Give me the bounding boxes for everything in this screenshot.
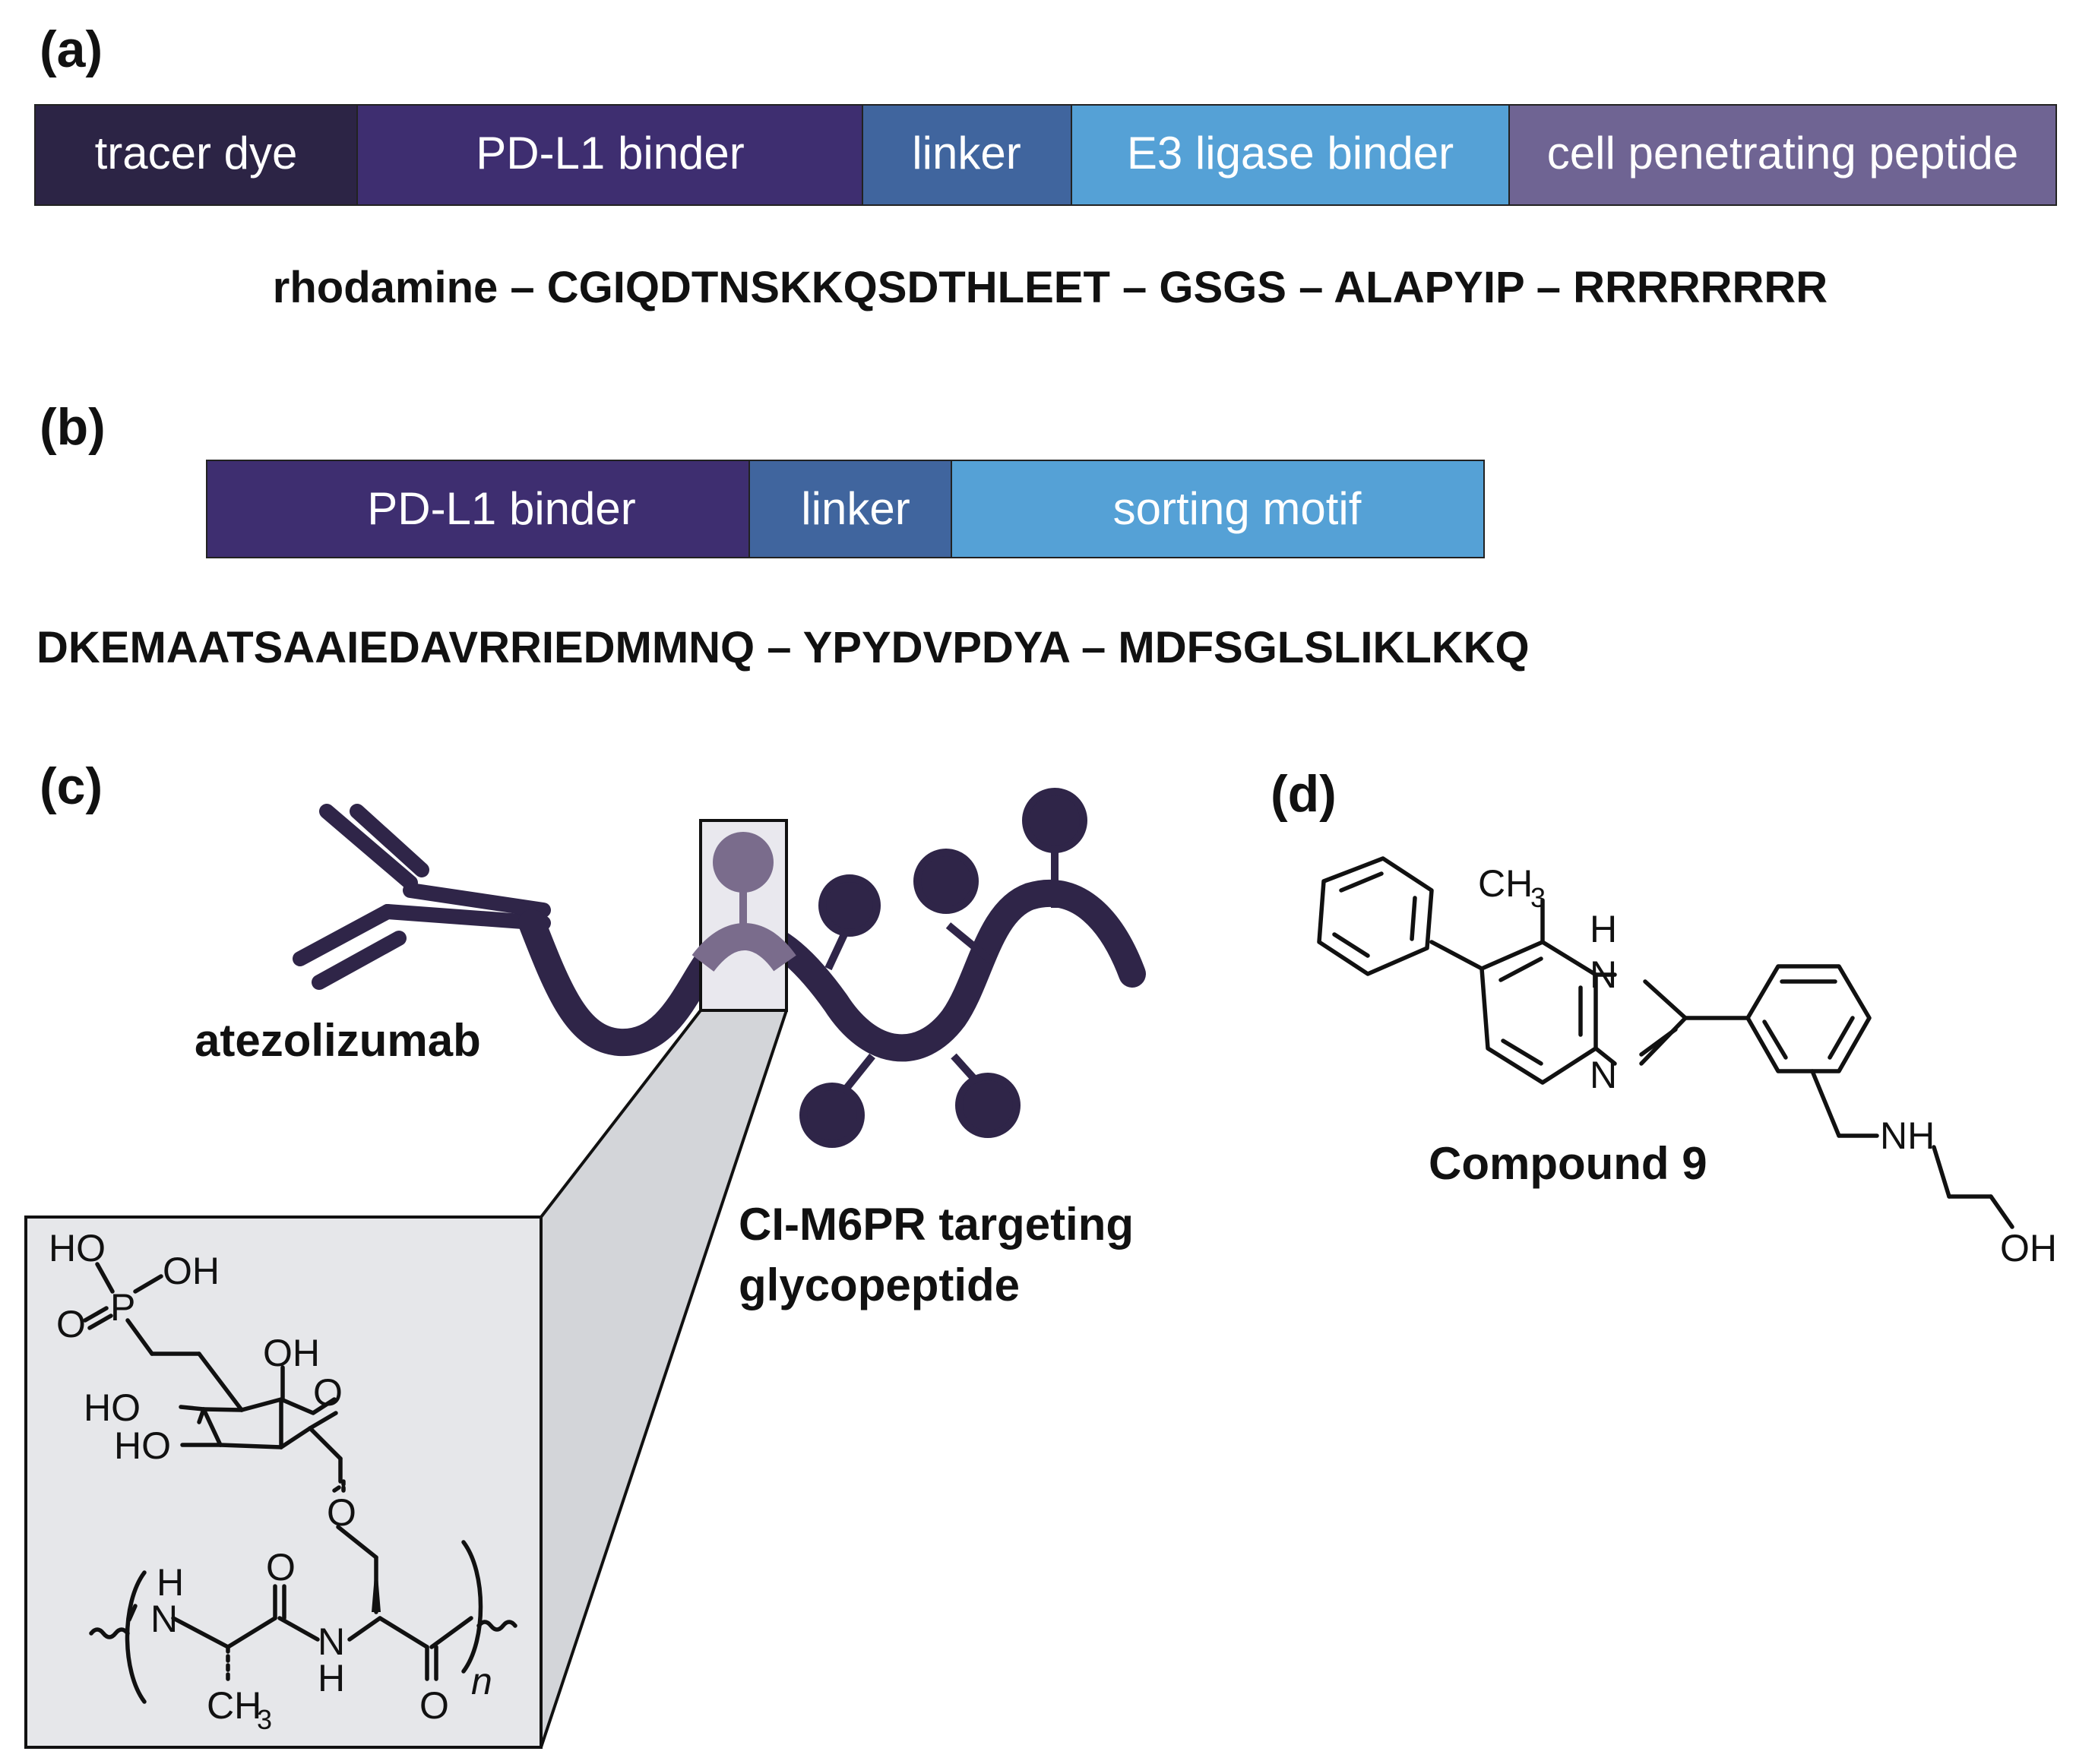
atezolizumab-label: atezolizumab xyxy=(195,1015,481,1066)
m6p-glycopeptide-structure: HO OH O P OH O HO HO O H N O N H O CH 3 … xyxy=(24,1216,543,1749)
segment-e3-ligase-binder xyxy=(1071,104,1510,206)
segment-label: PD-L1 binder xyxy=(367,483,636,534)
panel-b-label: (b) xyxy=(40,398,106,456)
segment-label: linker xyxy=(801,483,910,534)
segment-sorting-motif xyxy=(951,460,1485,558)
zoom-connector xyxy=(541,820,786,1747)
atezolizumab-glycopeptide-cartoon xyxy=(293,788,1146,1148)
atom-ho: HO xyxy=(84,1386,141,1429)
atom-oh: OH xyxy=(263,1332,320,1374)
atom-n: N xyxy=(1590,1054,1617,1096)
inset-box xyxy=(24,1216,543,1749)
segment-pd-l1-binder xyxy=(206,460,750,558)
segment-cell-penetrating-peptide xyxy=(1508,104,2057,206)
segment-label: tracer dye xyxy=(95,128,298,179)
segment-linker xyxy=(748,460,952,558)
panel-a-construct-bar: tracer dye PD-L1 binder linker E3 ligase… xyxy=(34,104,2057,206)
atom-o: O xyxy=(327,1491,356,1534)
panel-a-sequence: rhodamine – CGIQDTNSKKQSDTHLEET – GSGS –… xyxy=(273,263,1828,312)
segment-label: linker xyxy=(912,128,1021,179)
atom-ch3: CH xyxy=(207,1684,261,1727)
wedge-bond xyxy=(372,1557,381,1612)
segment-linker xyxy=(862,104,1072,206)
highlight-chain-segment xyxy=(691,923,796,972)
glycan-branches xyxy=(799,788,1087,1148)
highlight-glycan-ball xyxy=(713,832,774,893)
segment-pd-l1-binder xyxy=(356,104,863,206)
atom-n: N xyxy=(1590,953,1617,996)
atom-p: P xyxy=(110,1286,135,1329)
repeat-n: n xyxy=(471,1660,492,1702)
atom-ho: HO xyxy=(49,1227,106,1269)
atom-ch3-subscript: 3 xyxy=(257,1704,272,1735)
compound-9-structure: CH 3 H N N NH OH xyxy=(1317,856,2057,1269)
atom-nh: NH xyxy=(1880,1114,1935,1157)
panel-d-label: (d) xyxy=(1271,765,1337,823)
compound-bonds xyxy=(1317,856,2014,1229)
atom-o: O xyxy=(56,1303,86,1345)
atom-o: O xyxy=(313,1371,343,1414)
segment-label: E3 ligase binder xyxy=(1127,128,1454,179)
atom-oh: OH xyxy=(2000,1227,2057,1269)
atom-h: H xyxy=(318,1657,345,1699)
atom-h: H xyxy=(1590,908,1617,950)
glycopeptide-label-line1: CI-M6PR targeting xyxy=(739,1199,1134,1250)
atom-n: N xyxy=(318,1620,345,1663)
segment-tracer-dye xyxy=(34,104,358,206)
atom-o: O xyxy=(266,1546,296,1589)
structure-bonds xyxy=(83,1262,517,1704)
glycopeptide-label-line2: glycopeptide xyxy=(739,1260,1020,1310)
panel-b-construct-bar: PD-L1 binder linker sorting motif xyxy=(206,460,1485,558)
atom-ch3: CH xyxy=(1478,862,1533,905)
atom-h: H xyxy=(157,1561,184,1604)
compound-9-label: Compound 9 xyxy=(1429,1138,1707,1189)
atom-n: N xyxy=(150,1598,178,1640)
segment-label: PD-L1 binder xyxy=(476,128,745,179)
antibody-icon xyxy=(293,804,551,990)
zoom-line xyxy=(540,1009,702,1219)
atom-o: O xyxy=(419,1684,449,1727)
atom-ch3-subscript: 3 xyxy=(1530,882,1546,913)
atom-oh: OH xyxy=(163,1250,220,1292)
panel-b-sequence: DKEMAATSAAIEDAVRRIEDMMNQ – YPYDVPDYA – M… xyxy=(36,623,1530,672)
zoom-line xyxy=(540,1010,788,1748)
panel-c-label: (c) xyxy=(40,757,103,815)
glycopeptide-chain xyxy=(518,879,1146,1062)
segment-label: sorting motif xyxy=(1113,483,1362,534)
segment-label: cell penetrating peptide xyxy=(1547,128,2018,179)
panel-a-label: (a) xyxy=(40,21,103,78)
atom-ho: HO xyxy=(114,1424,171,1467)
